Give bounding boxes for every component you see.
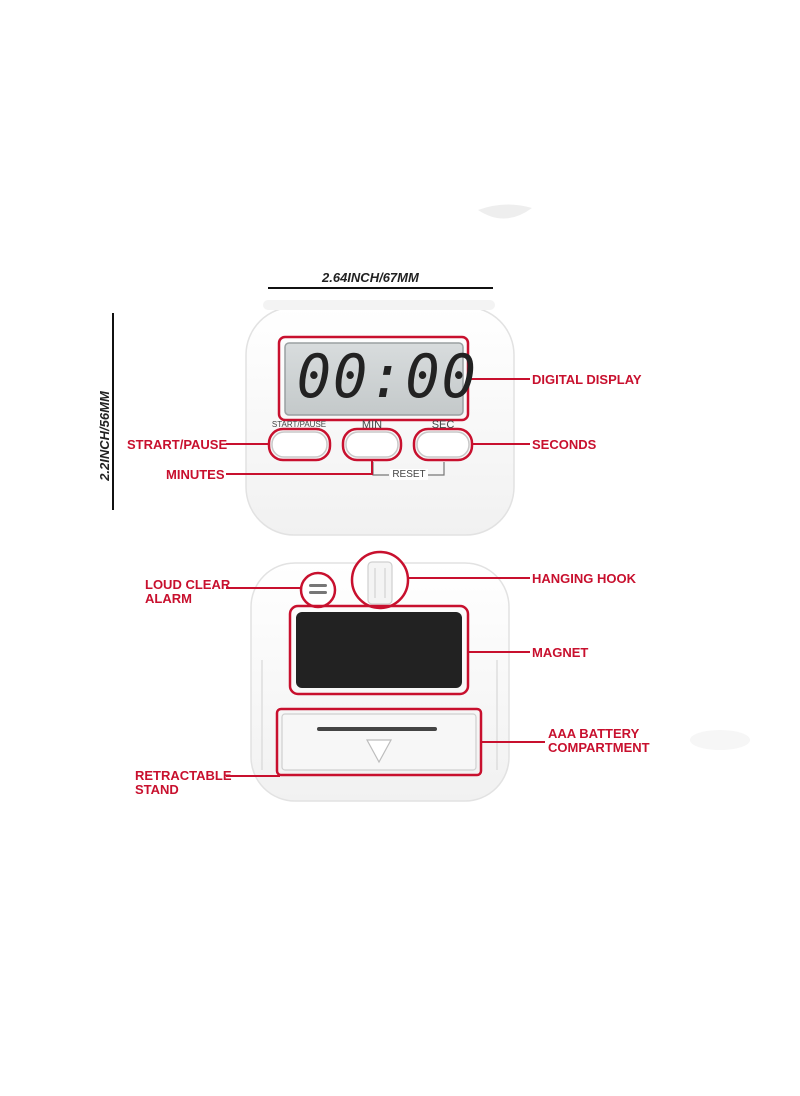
width-dimension-label: 2.64INCH/67MM — [322, 270, 419, 285]
callout-seconds: SECONDS — [532, 437, 597, 452]
display-value: 00:00 — [296, 342, 478, 412]
callout-hanging-hook: HANGING HOOK — [532, 571, 636, 586]
minutes-callout-line — [226, 460, 373, 475]
callout-digital-display: DIGITAL DISPLAY — [532, 372, 642, 387]
lcd-screen — [284, 342, 464, 416]
speaker-slot-1 — [309, 584, 327, 587]
min-button-label: MIN — [361, 419, 383, 431]
callout-stand-line2: STAND — [135, 782, 179, 797]
callout-alarm-line1: LOUD CLEAR — [145, 577, 231, 592]
sec-button-shape — [416, 431, 470, 458]
callout-start-pause: STRART/PAUSE — [127, 437, 228, 452]
magnet-highlight — [288, 604, 470, 696]
decor-blur — [690, 730, 750, 750]
height-dimension-label: 2.2INCH/56MM — [97, 391, 112, 481]
alarm-highlight — [299, 571, 337, 609]
battery-slot — [317, 727, 437, 731]
start-pause-button-shape — [271, 431, 328, 458]
hanging-hook — [367, 561, 393, 605]
decor-shape — [478, 204, 532, 219]
sec-button-label: SEC — [431, 419, 455, 431]
timer-top-edge — [263, 300, 495, 310]
magnet — [296, 612, 462, 688]
callout-battery-line1: AAA BATTERY — [548, 726, 640, 741]
start-pause-button-label: START/PAUSE — [271, 420, 327, 429]
reset-label: RESET — [390, 469, 428, 480]
speaker-slot-2 — [309, 591, 327, 594]
callout-alarm-line2: ALARM — [145, 591, 192, 606]
callout-stand-line1: RETRACTABLE — [135, 768, 232, 783]
callout-minutes: MINUTES — [166, 467, 225, 482]
callout-magnet: MAGNET — [532, 645, 589, 660]
callout-battery-line2: COMPARTMENT — [548, 740, 650, 755]
min-button-shape — [345, 431, 399, 458]
battery-arrow-icon — [365, 739, 393, 764]
